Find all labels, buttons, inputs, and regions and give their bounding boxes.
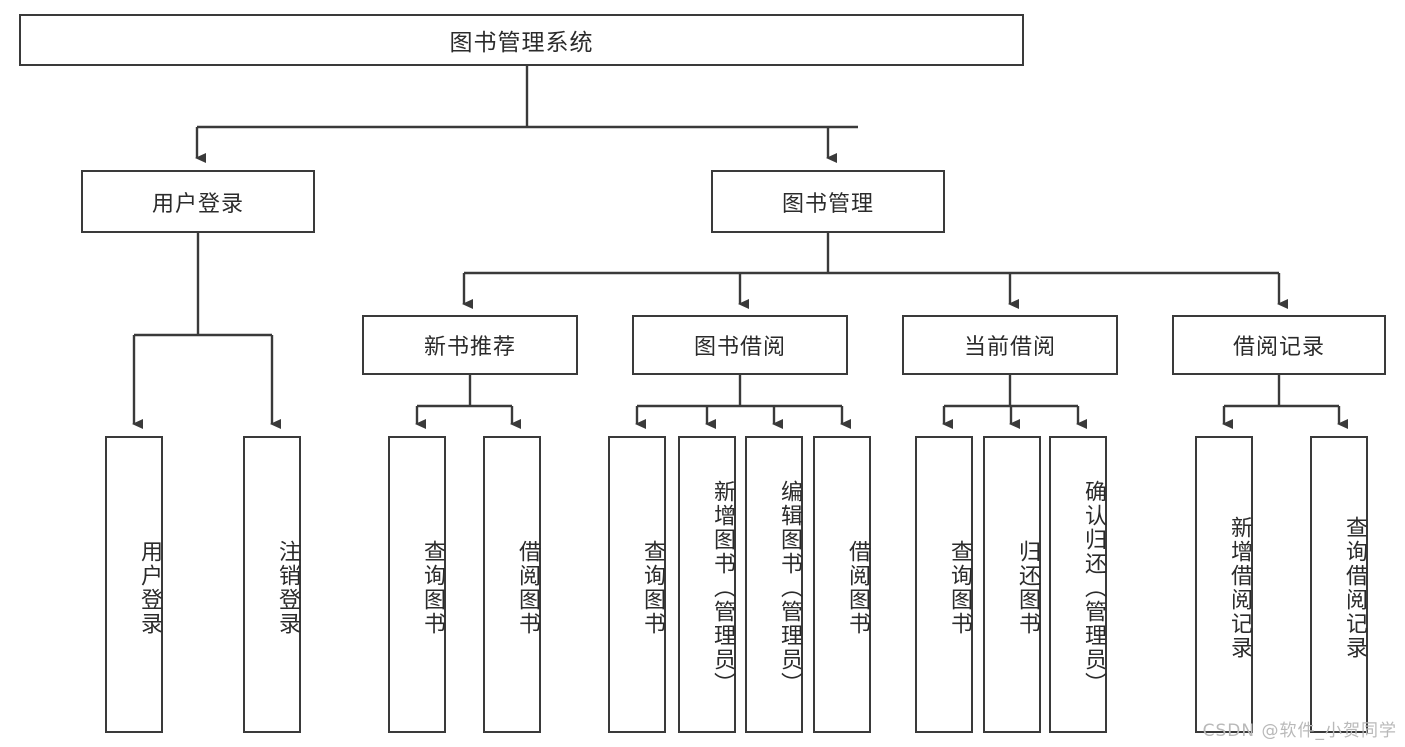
node-current-borrow-label: 当前借阅 — [963, 335, 1056, 360]
leaf-borrow-book-1[interactable]: 借阅图书 — [483, 436, 541, 733]
leaf-borrow-book-1-label: 借阅图书 — [515, 539, 540, 636]
node-book-borrow-label: 图书借阅 — [693, 335, 786, 360]
leaf-add-record-label: 新增借阅记录 — [1227, 515, 1252, 660]
leaf-user-login[interactable]: 用户登录 — [105, 436, 163, 733]
node-current-borrow[interactable]: 当前借阅 — [902, 315, 1118, 375]
leaf-query-book-1-label: 查询图书 — [420, 539, 445, 636]
leaf-logout[interactable]: 注销登录 — [243, 436, 301, 733]
leaf-query-book-1[interactable]: 查询图书 — [388, 436, 446, 733]
leaf-confirm-return-label: 确认归还（管理员） — [1081, 479, 1106, 696]
node-book-manage[interactable]: 图书管理 — [711, 170, 945, 233]
node-user-login-label: 用户登录 — [151, 191, 244, 217]
node-borrow-record-label: 借阅记录 — [1232, 335, 1325, 360]
leaf-user-login-label: 用户登录 — [137, 539, 162, 636]
leaf-return-book[interactable]: 归还图书 — [983, 436, 1041, 733]
leaf-add-record[interactable]: 新增借阅记录 — [1195, 436, 1253, 733]
node-root[interactable]: 图书管理系统 — [19, 14, 1024, 66]
leaf-borrow-book-2[interactable]: 借阅图书 — [813, 436, 871, 733]
leaf-query-record[interactable]: 查询借阅记录 — [1310, 436, 1368, 733]
leaf-add-book-label: 新增图书（管理员） — [710, 479, 735, 696]
leaf-query-book-2-label: 查询图书 — [640, 539, 665, 636]
leaf-add-book[interactable]: 新增图书（管理员） — [678, 436, 736, 733]
node-root-label: 图书管理系统 — [449, 30, 594, 56]
leaf-confirm-return[interactable]: 确认归还（管理员） — [1049, 436, 1107, 733]
leaf-return-book-label: 归还图书 — [1015, 539, 1040, 636]
node-new-book-recommend[interactable]: 新书推荐 — [362, 315, 578, 375]
leaf-query-book-2[interactable]: 查询图书 — [608, 436, 666, 733]
leaf-query-book-3-label: 查询图书 — [947, 539, 972, 636]
leaf-query-record-label: 查询借阅记录 — [1342, 515, 1367, 660]
leaf-edit-book-label: 编辑图书（管理员） — [777, 479, 802, 696]
leaf-borrow-book-2-label: 借阅图书 — [845, 539, 870, 636]
leaf-logout-label: 注销登录 — [275, 539, 300, 636]
node-new-book-recommend-label: 新书推荐 — [423, 335, 516, 360]
node-borrow-record[interactable]: 借阅记录 — [1172, 315, 1386, 375]
node-book-borrow[interactable]: 图书借阅 — [632, 315, 848, 375]
node-book-manage-label: 图书管理 — [781, 191, 874, 217]
node-user-login[interactable]: 用户登录 — [81, 170, 315, 233]
leaf-edit-book[interactable]: 编辑图书（管理员） — [745, 436, 803, 733]
csdn-watermark: CSDN @软件_小贺同学 — [1202, 721, 1397, 741]
leaf-query-book-3[interactable]: 查询图书 — [915, 436, 973, 733]
